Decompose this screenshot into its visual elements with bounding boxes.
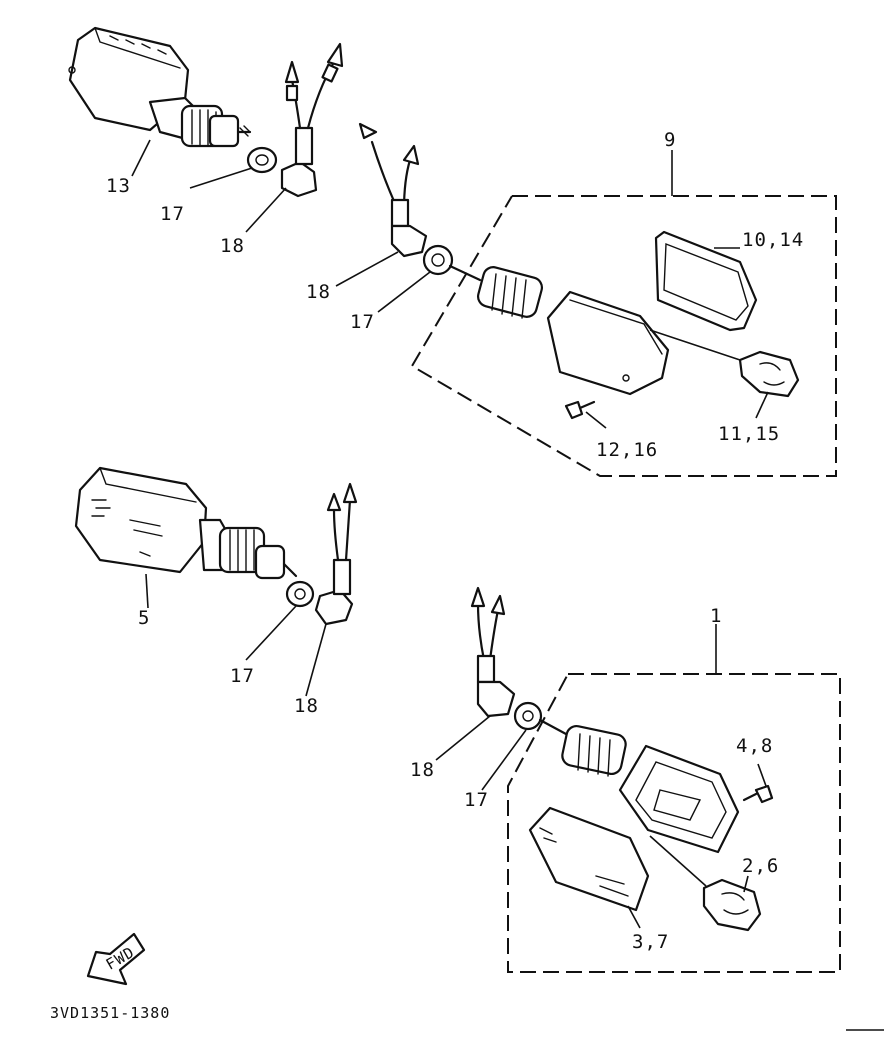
label-17-d: 17 bbox=[464, 789, 489, 811]
label-17-a: 17 bbox=[160, 203, 185, 225]
callout-labels: 13 17 18 9 10,14 18 17 12,16 11,15 5 17 … bbox=[106, 129, 804, 953]
label-10-14: 10,14 bbox=[742, 229, 804, 251]
label-18-a: 18 bbox=[220, 235, 245, 257]
label-1: 1 bbox=[710, 605, 722, 627]
part-code: 3VD1351-1380 bbox=[50, 1004, 170, 1022]
turn-signal-assembly-9 bbox=[358, 122, 837, 477]
label-13: 13 bbox=[106, 175, 131, 197]
label-18-d: 18 bbox=[410, 759, 435, 781]
label-4-8: 4,8 bbox=[736, 735, 773, 757]
label-11-15: 11,15 bbox=[718, 423, 780, 445]
turn-signal-assembly-13 bbox=[68, 26, 344, 198]
label-12-16: 12,16 bbox=[596, 439, 658, 461]
label-17-c: 17 bbox=[230, 665, 255, 687]
fwd-arrow-icon: FWD bbox=[86, 932, 146, 986]
turn-signal-assembly-1 bbox=[470, 586, 841, 973]
label-9: 9 bbox=[664, 129, 676, 151]
label-5: 5 bbox=[138, 607, 150, 629]
label-3-7: 3,7 bbox=[632, 931, 669, 953]
label-18-c: 18 bbox=[294, 695, 319, 717]
turn-signal-assembly-5 bbox=[74, 466, 358, 626]
leader-lines bbox=[131, 139, 769, 929]
label-17-b: 17 bbox=[350, 311, 375, 333]
label-2-6: 2,6 bbox=[742, 855, 779, 877]
label-18-b: 18 bbox=[306, 281, 331, 303]
